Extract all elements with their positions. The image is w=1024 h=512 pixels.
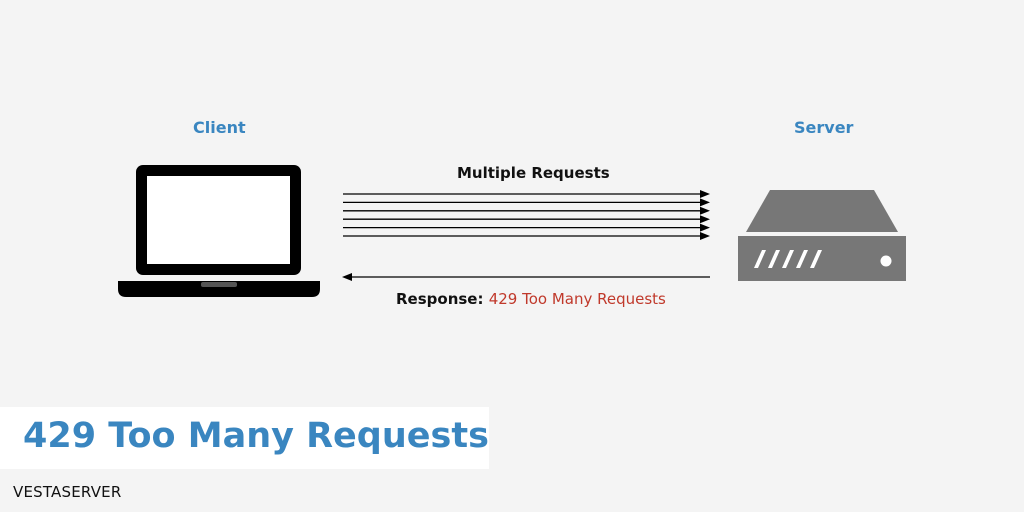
client-label: Client — [193, 118, 246, 137]
server-icon — [738, 190, 906, 281]
page-title: 429 Too Many Requests — [23, 416, 489, 456]
request-arrow — [343, 215, 710, 224]
requests-label: Multiple Requests — [457, 164, 610, 182]
title-banner: 429 Too Many Requests — [0, 407, 489, 469]
response-arrow — [342, 273, 710, 281]
request-arrow — [343, 206, 710, 215]
request-arrow — [343, 232, 710, 240]
request-arrow — [343, 190, 710, 198]
request-arrows — [342, 190, 710, 281]
server-label: Server — [794, 118, 854, 137]
response-status: 429 Too Many Requests — [488, 290, 666, 308]
brand-name: VESTASERVER — [13, 483, 122, 501]
laptop-icon — [118, 165, 320, 297]
request-arrow — [343, 223, 710, 232]
request-arrow — [343, 198, 710, 207]
response-prefix: Response: — [396, 290, 489, 308]
response-label: Response: 429 Too Many Requests — [396, 290, 666, 308]
